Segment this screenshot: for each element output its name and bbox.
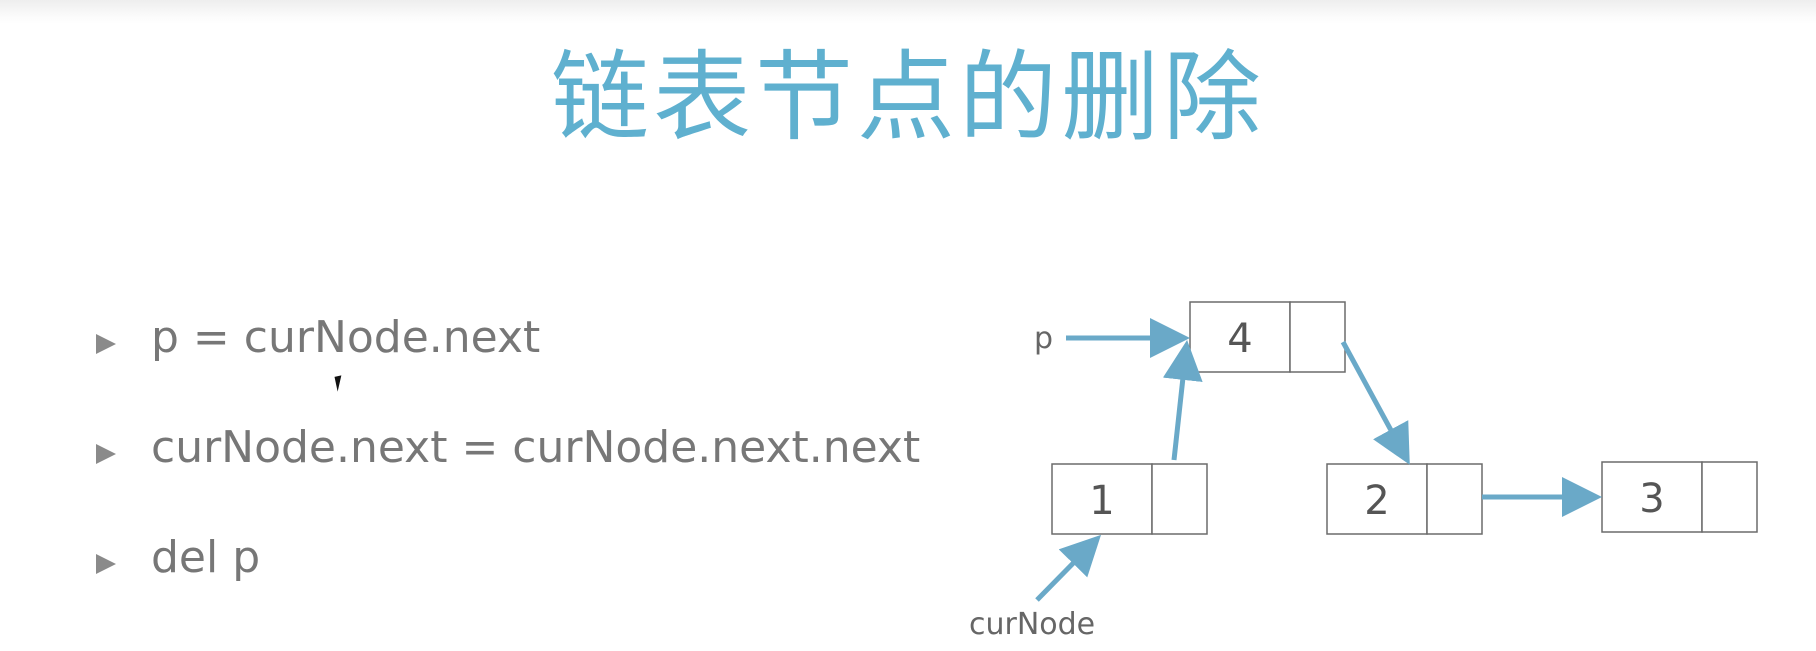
bullet-text: curNode.next = curNode.next.next [151,422,921,473]
bullet-text: p = curNode.next [151,312,541,363]
node-value: 1 [1089,478,1114,524]
node-data-cell [1326,463,1428,535]
node-value: 2 [1364,478,1389,524]
slide-top-bar [0,0,1816,24]
node-value: 3 [1639,476,1664,522]
bullet-triangle-icon [96,334,116,354]
node-data-cell [1189,301,1291,373]
list-node-2: 2 [1326,463,1483,535]
list-node-4: 4 [1189,301,1346,373]
pointer-label-p: p [1034,321,1053,356]
bullet-triangle-icon [96,444,116,464]
arrow-curnode-to-node1 [1035,534,1102,602]
node-data-cell [1051,463,1153,535]
list-node-1: 1 [1051,463,1208,535]
node-value: 4 [1227,316,1252,362]
list-node-3: 3 [1601,461,1758,533]
bullet-triangle-icon [96,554,116,574]
arrow-node4-to-node2 [1340,340,1410,465]
node-next-cell [1289,301,1346,373]
slide-title: 链表节点的删除 [550,41,1265,155]
arrow-node1-to-node4 [1162,340,1203,461]
node-next-cell [1426,463,1483,535]
pointer-label-curnode: curNode [969,607,1095,642]
bullet-text: del p [151,532,261,583]
node-next-cell [1701,461,1758,533]
node-next-cell [1151,463,1208,535]
